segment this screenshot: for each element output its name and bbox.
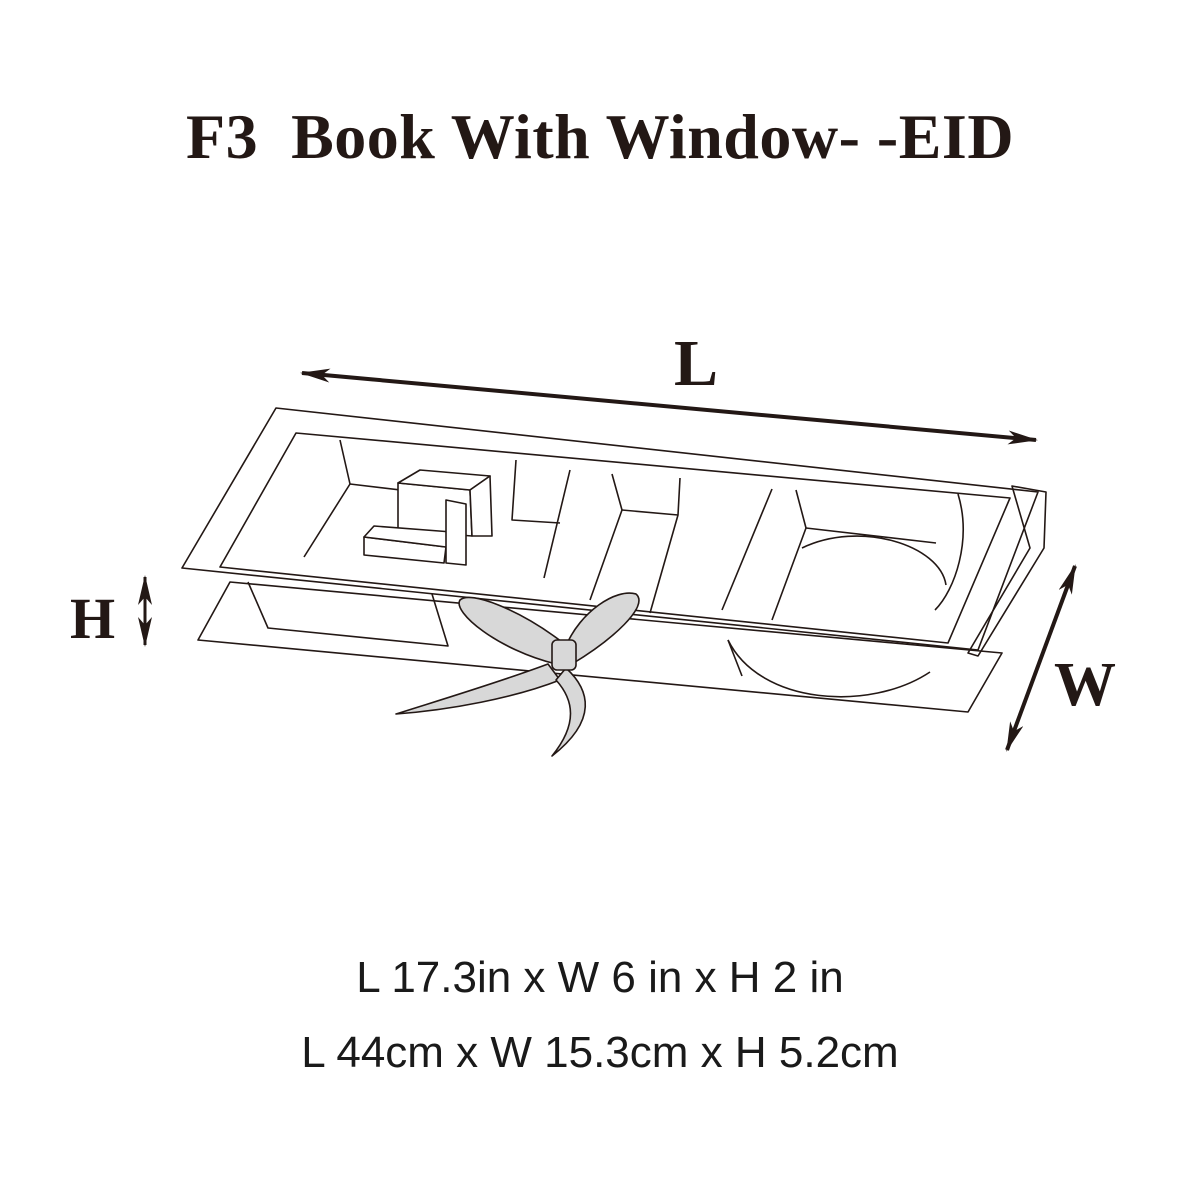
width-label: W [1054, 651, 1116, 719]
lid-window [219, 432, 1011, 644]
ribbon-knot [551, 639, 577, 671]
ribbon-tail-right [551, 667, 587, 757]
width-arrow [1005, 564, 1077, 752]
spec-metric: L 44cm x W 15.3cm x H 5.2cm [301, 1028, 899, 1077]
ribbon-loop-left [458, 596, 563, 665]
spec-imperial: L 17.3in x W 6 in x H 2 in [356, 953, 844, 1002]
ribbon-bow [395, 592, 640, 757]
gift-box-outline [181, 407, 1047, 713]
box-base [197, 581, 1003, 713]
product-title: F3 Book With Window- -EID [185, 101, 1015, 172]
box-lid [181, 407, 1039, 651]
height-label: H [70, 586, 116, 651]
ribbon-loop-right [565, 592, 640, 665]
length-arrow [300, 368, 1038, 445]
ribbon-tail-left [395, 663, 561, 715]
box-spine [967, 485, 1047, 657]
length-label: L [674, 327, 719, 400]
